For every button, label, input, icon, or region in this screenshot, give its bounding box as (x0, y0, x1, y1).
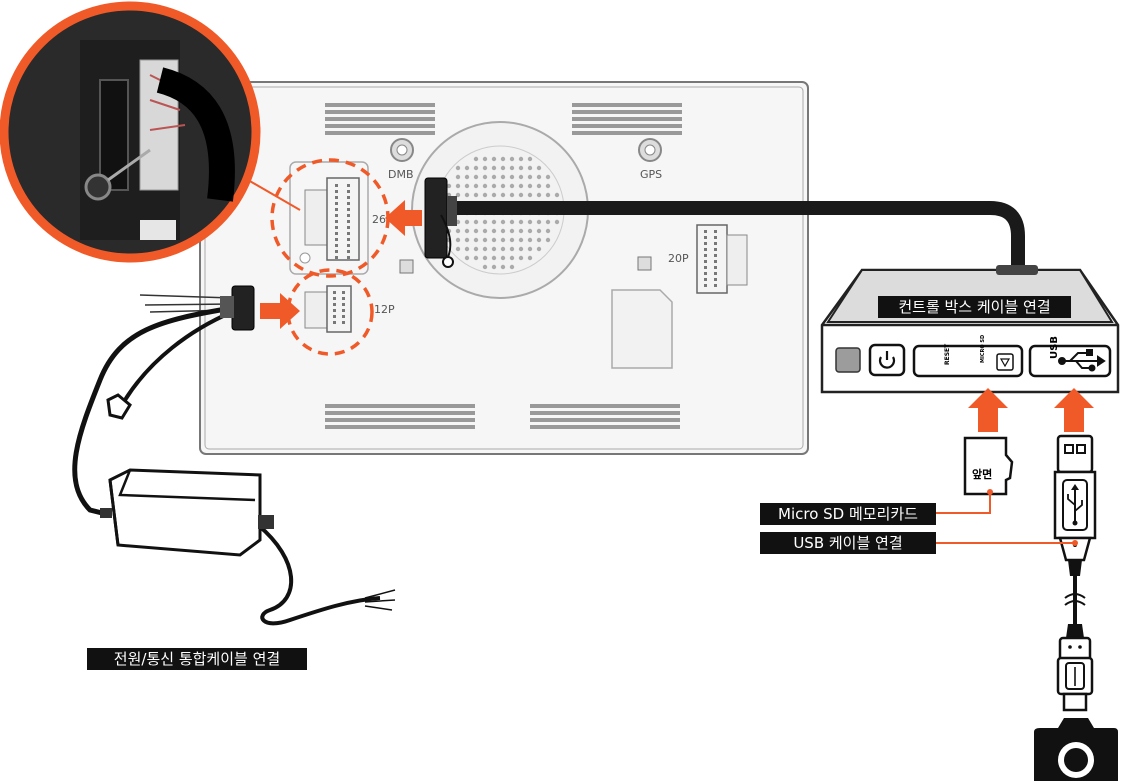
connector-12pin (305, 286, 351, 332)
sd-card-icon (997, 354, 1013, 370)
dmb-label: DMB (388, 168, 414, 181)
connector-20p-label: 20P (668, 252, 689, 265)
power-comm-cable-label: 전원/통신 통합케이블 연결 (87, 648, 307, 670)
gps-label: GPS (640, 168, 662, 181)
sd-card-front-label: 앞면 (972, 467, 992, 481)
gps-antenna-connector (639, 139, 661, 161)
connector-photo-zoom (4, 6, 256, 258)
main-panel: DMB GPS 26 12P 20P (200, 82, 808, 454)
usb-cable-label: USB 케이블 연결 (760, 532, 936, 554)
screw-hole (300, 253, 310, 263)
power-adapter (100, 470, 274, 555)
microsd-card: 앞면 (965, 438, 1012, 494)
connector-12p-label: 12P (374, 303, 395, 316)
sim-slot-outline (612, 290, 672, 368)
usb-cable (1055, 436, 1095, 710)
mount-square-right (638, 257, 651, 270)
camera-icon (1034, 718, 1118, 781)
usb-port-label: USB (1049, 336, 1060, 359)
connector-20pin (697, 225, 747, 293)
indicator-led (836, 348, 860, 372)
microsd-label: MICRO SD (980, 335, 986, 363)
control-box-cable-label: 컨트롤 박스 케이블 연결 (878, 296, 1071, 318)
arrow-to-usb (1054, 388, 1094, 432)
microsd-card-label: Micro SD 메모리카드 (760, 503, 936, 525)
reset-label: RESET (944, 343, 951, 365)
arrow-to-microsd (968, 388, 1008, 432)
control-box: RESET MICRO SD USB (822, 265, 1118, 392)
connector-26-label: 26 (372, 213, 386, 226)
dmb-antenna-connector (391, 139, 413, 161)
mount-square-left (400, 260, 413, 273)
